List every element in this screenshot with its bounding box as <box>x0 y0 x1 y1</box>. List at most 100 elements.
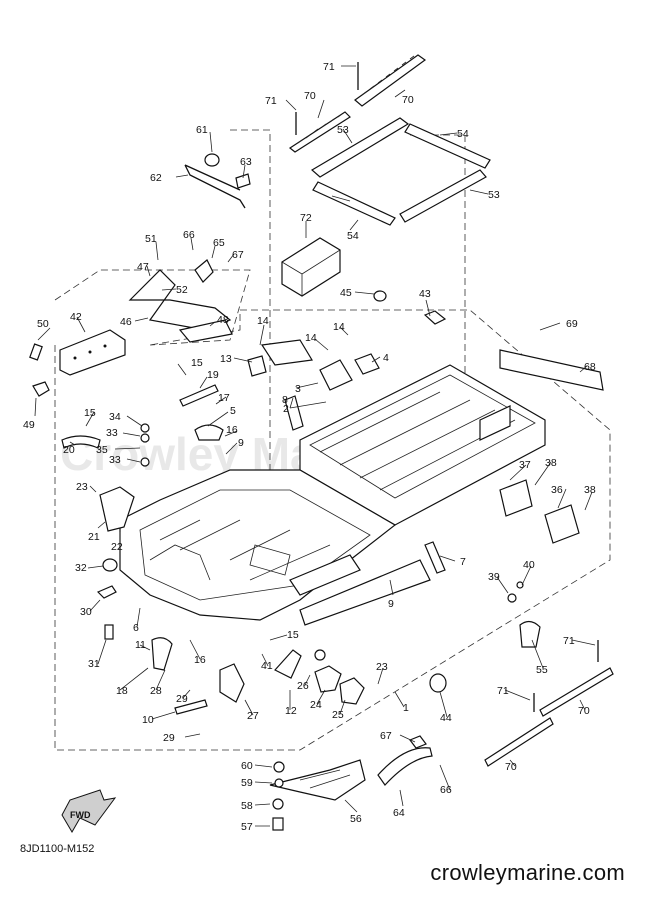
label-60: 60 <box>241 760 253 772</box>
rod-assembly <box>184 153 251 209</box>
group-boundary-bracket <box>230 129 271 491</box>
label-54: 54 <box>457 128 469 140</box>
label-13: 13 <box>220 353 232 365</box>
label-47: 47 <box>137 261 149 273</box>
label-56: 56 <box>350 813 362 825</box>
label-25: 25 <box>332 709 344 721</box>
label-49: 49 <box>23 419 35 431</box>
label-52: 52 <box>176 284 188 296</box>
hardware-parts <box>61 290 604 749</box>
engine-chassis <box>119 469 431 626</box>
label-62: 62 <box>150 172 162 184</box>
label-16: 16 <box>226 424 238 436</box>
mount-bracket-upper <box>128 259 233 343</box>
label-48: 48 <box>217 314 229 326</box>
side-plate <box>29 329 126 397</box>
label-64: 64 <box>393 807 405 819</box>
label-67: 67 <box>232 249 244 261</box>
label-57: 57 <box>241 821 253 833</box>
label-2: 2 <box>283 403 289 415</box>
label-23: 23 <box>76 481 88 493</box>
label-40: 40 <box>523 559 535 571</box>
seat-rail-top <box>288 54 427 153</box>
label-59: 59 <box>241 777 253 789</box>
label-67: 67 <box>380 730 392 742</box>
label-54: 54 <box>347 230 359 242</box>
label-12: 12 <box>285 705 297 717</box>
label-33: 33 <box>106 427 118 439</box>
label-18: 18 <box>116 685 128 697</box>
label-53: 53 <box>488 189 500 201</box>
label-15: 15 <box>191 357 203 369</box>
label-22: 22 <box>111 541 123 553</box>
part-labels: 71 70 71 70 53 54 61 63 62 53 54 72 51 6… <box>23 61 596 833</box>
label-27: 27 <box>247 710 259 722</box>
label-71: 71 <box>323 61 335 73</box>
label-44: 44 <box>440 712 452 724</box>
label-34: 34 <box>109 411 121 423</box>
label-71: 71 <box>265 95 277 107</box>
label-14: 14 <box>257 315 269 327</box>
label-65: 65 <box>213 237 225 249</box>
label-24: 24 <box>310 699 322 711</box>
label-46: 46 <box>120 316 132 328</box>
label-71: 71 <box>563 635 575 647</box>
label-70: 70 <box>304 90 316 102</box>
label-38: 38 <box>584 484 596 496</box>
label-33: 33 <box>109 454 121 466</box>
battery-box <box>281 237 341 297</box>
label-15: 15 <box>84 407 96 419</box>
label-19: 19 <box>207 369 219 381</box>
label-69: 69 <box>566 318 578 330</box>
label-11: 11 <box>135 639 146 651</box>
label-36: 36 <box>551 484 563 496</box>
label-70: 70 <box>505 761 517 773</box>
group-boundary-upper-left <box>54 269 251 346</box>
label-5: 5 <box>230 405 236 417</box>
label-1: 1 <box>403 702 409 714</box>
seat-rail-lower <box>484 640 614 767</box>
label-17: 17 <box>218 392 230 404</box>
label-21: 21 <box>88 531 100 543</box>
label-15: 15 <box>287 629 299 641</box>
label-8: 8 <box>282 394 288 406</box>
label-14: 14 <box>305 332 317 344</box>
label-45: 45 <box>340 287 352 299</box>
label-9: 9 <box>238 437 244 449</box>
label-72: 72 <box>300 212 312 224</box>
label-16: 16 <box>194 654 206 666</box>
label-35: 35 <box>96 444 108 456</box>
label-61: 61 <box>196 124 208 136</box>
footer-site-name: crowleymarine.com <box>430 860 625 885</box>
label-10: 10 <box>142 714 154 726</box>
group-boundary-seat <box>410 134 466 390</box>
fwd-label: FWD <box>70 810 91 820</box>
label-28: 28 <box>150 685 162 697</box>
group-boundary-main <box>54 309 611 751</box>
label-68: 68 <box>584 361 596 373</box>
label-6: 6 <box>133 622 139 634</box>
label-39: 39 <box>488 571 500 583</box>
lower-bracket-assembly <box>269 747 433 831</box>
label-51: 51 <box>145 233 157 245</box>
leader-lines <box>34 65 596 827</box>
label-26: 26 <box>297 680 309 692</box>
label-37: 37 <box>519 459 531 471</box>
label-30: 30 <box>80 606 92 618</box>
label-41: 41 <box>261 660 273 672</box>
diagram-code: 8JD1100-M152 <box>20 843 95 855</box>
label-7: 7 <box>460 556 466 568</box>
label-9: 9 <box>388 598 394 610</box>
label-55: 55 <box>536 664 548 676</box>
label-3: 3 <box>295 383 301 395</box>
label-63: 63 <box>240 156 252 168</box>
label-42: 42 <box>70 311 82 323</box>
label-29: 29 <box>176 693 188 705</box>
label-43: 43 <box>419 288 431 300</box>
label-58: 58 <box>241 800 253 812</box>
label-31: 31 <box>88 658 100 670</box>
label-23: 23 <box>376 661 388 673</box>
label-53: 53 <box>337 124 349 136</box>
label-29: 29 <box>163 732 175 744</box>
